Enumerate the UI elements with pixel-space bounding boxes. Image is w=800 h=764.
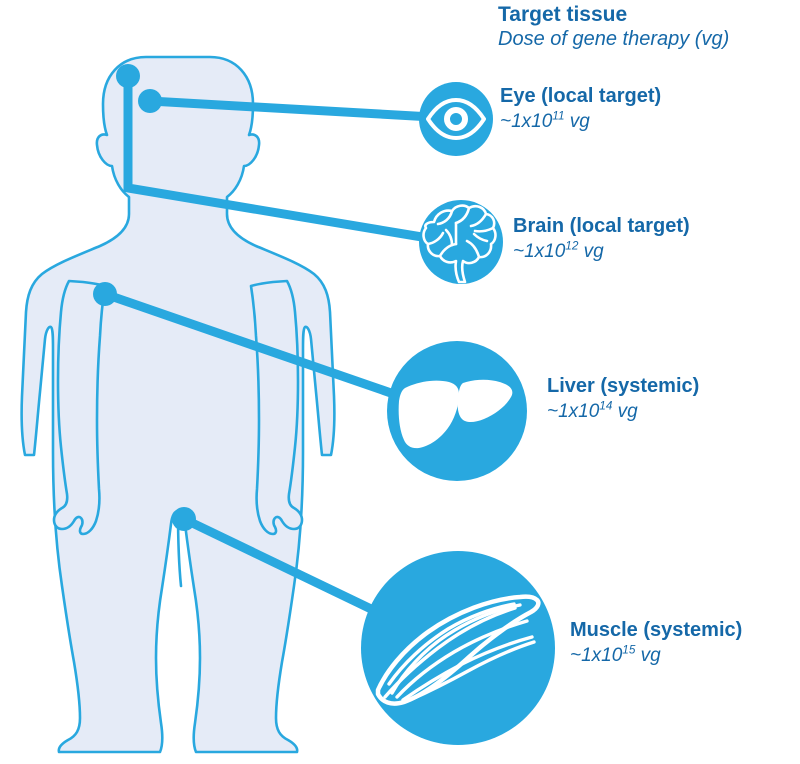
label-eye-dose: ~1x1011 vg	[500, 109, 800, 134]
muscle-icon-badge[interactable]	[361, 551, 555, 745]
label-brain: Brain (local target) ~1x1012 vg	[513, 214, 800, 264]
label-muscle-title: Muscle (systemic)	[570, 619, 743, 641]
eye-icon-badge[interactable]	[419, 82, 493, 156]
muscle-marker-dot[interactable]	[172, 507, 196, 531]
label-muscle-dose: ~1x1015 vg	[570, 643, 800, 668]
label-brain-dose-unit: vg	[578, 241, 604, 262]
label-eye-dose-unit: vg	[564, 111, 590, 132]
brain-icon	[422, 204, 497, 284]
label-brain-title: Brain (local target)	[513, 215, 690, 237]
label-muscle-dose-exponent: 15	[622, 643, 636, 657]
legend-header: Target tissue Dose of gene therapy (vg)	[498, 2, 798, 52]
eye-icon-circle	[419, 82, 493, 156]
human-body-silhouette	[20, 55, 336, 754]
liver-icon-badge[interactable]	[387, 341, 527, 481]
label-liver-dose-exponent: 14	[599, 399, 613, 413]
label-liver-dose-unit: vg	[612, 401, 638, 422]
brain-icon-badge[interactable]	[419, 200, 503, 284]
connector-line-eye	[149, 96, 451, 123]
body-left-arm	[52, 279, 107, 536]
label-muscle: Muscle (systemic) ~1x1015 vg	[570, 618, 800, 668]
label-muscle-dose-unit: vg	[635, 645, 661, 666]
liver-marker-dot[interactable]	[93, 282, 117, 306]
liver-icon	[398, 379, 513, 449]
label-eye-title: Eye (local target)	[500, 85, 662, 107]
body-marker-dots	[93, 64, 196, 531]
label-liver: Liver (systemic) ~1x1014 vg	[547, 374, 800, 424]
muscle-icon	[375, 594, 541, 706]
eye-marker-dot[interactable]	[138, 89, 162, 113]
connector-line-brain	[123, 76, 441, 245]
eye-icon	[426, 98, 486, 140]
label-brain-dose-prefix: ~1x10	[513, 241, 566, 262]
label-eye: Eye (local target) ~1x1011 vg	[500, 84, 800, 134]
label-liver-dose: ~1x1014 vg	[547, 399, 800, 424]
label-liver-title: Liver (systemic)	[547, 375, 700, 397]
label-eye-dose-exponent: 11	[552, 109, 565, 123]
brain-marker-dot[interactable]	[116, 64, 140, 88]
connector-line-liver	[103, 289, 442, 415]
label-muscle-dose-prefix: ~1x10	[570, 645, 623, 666]
legend-title: Target tissue	[498, 3, 628, 26]
legend-subtitle: Dose of gene therapy (vg)	[498, 28, 730, 50]
label-eye-dose-prefix: ~1x10	[500, 111, 553, 132]
label-brain-dose-exponent: 12	[565, 239, 579, 253]
label-liver-dose-prefix: ~1x10	[547, 401, 600, 422]
label-brain-dose: ~1x1012 vg	[513, 239, 800, 264]
